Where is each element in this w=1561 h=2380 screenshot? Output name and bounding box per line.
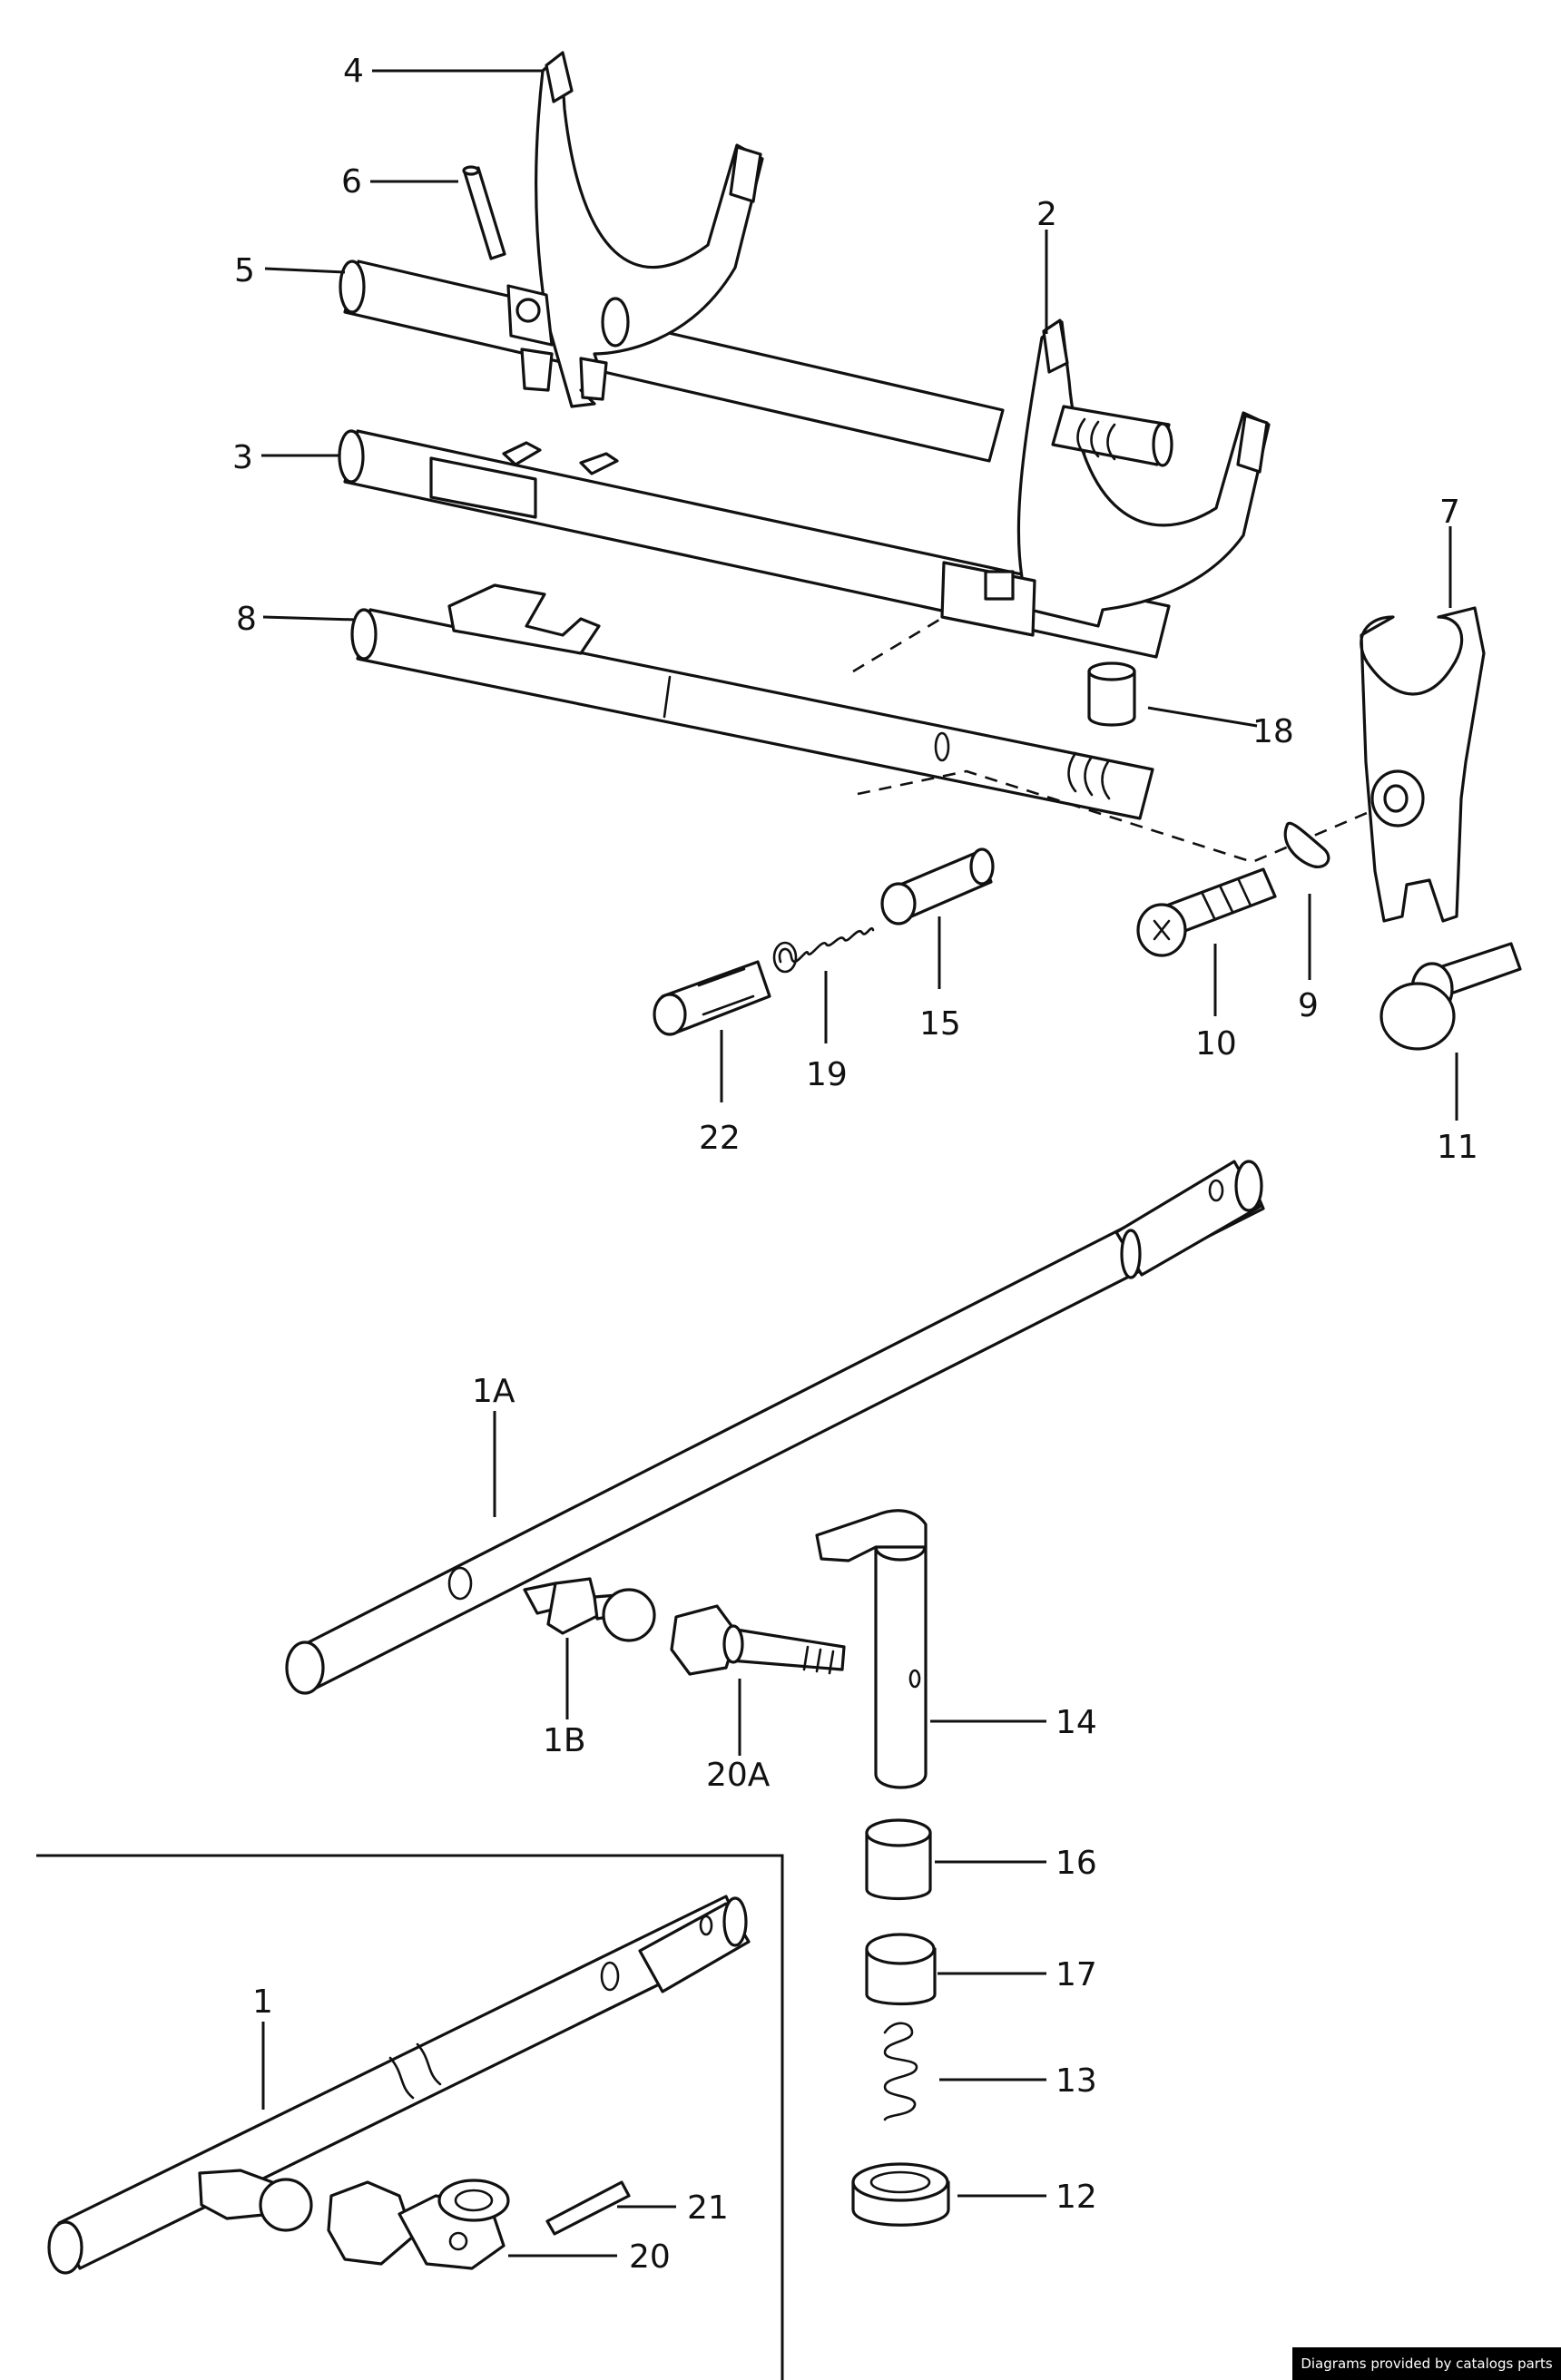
part-10-bolt[interactable]: [1136, 867, 1277, 957]
part-7-selector-fork[interactable]: [1360, 606, 1486, 923]
callout-18: 18: [1252, 713, 1294, 750]
callout-1B: 1B: [543, 1722, 586, 1759]
callout-7: 7: [1439, 494, 1460, 531]
part-8-shift-rod[interactable]: [350, 583, 1154, 820]
alignment-dashline-upper: [852, 615, 945, 673]
part-9-circlip[interactable]: [1283, 821, 1330, 869]
callout-1A: 1A: [472, 1373, 515, 1410]
part-19-spring[interactable]: [772, 927, 875, 974]
callout-2: 2: [1036, 196, 1057, 233]
part-4-shift-fork[interactable]: [506, 51, 764, 408]
part-14-selector-shaft[interactable]: [815, 1509, 928, 1789]
callout-8: 8: [236, 601, 257, 638]
part-12-ring[interactable]: [851, 2162, 950, 2227]
part-22-sleeve[interactable]: [653, 960, 771, 1036]
part-2-shift-fork[interactable]: [940, 318, 1271, 637]
callout-15: 15: [919, 1005, 961, 1043]
part-13-spring[interactable]: [883, 2022, 918, 2121]
part-15-plunger[interactable]: [880, 847, 995, 926]
callout-10: 10: [1195, 1025, 1237, 1063]
part-1B-ball-stud[interactable]: [523, 1577, 656, 1642]
leader-lines: [261, 69, 1458, 2258]
callout-19: 19: [806, 1056, 848, 1093]
callout-11: 11: [1437, 1129, 1478, 1166]
callout-14: 14: [1055, 1704, 1097, 1741]
callout-20A: 20A: [706, 1757, 771, 1794]
part-21-pin[interactable]: [545, 2180, 631, 2236]
part-16-bushing[interactable]: [865, 1818, 932, 1901]
part-18-plug[interactable]: [1087, 661, 1136, 727]
callout-5: 5: [234, 252, 255, 289]
callout-3: 3: [232, 439, 253, 476]
part-11-pivot-pin[interactable]: [1379, 942, 1522, 1051]
part-20A-threaded-stud[interactable]: [670, 1604, 846, 1676]
alignment-dashline-lower: [857, 769, 1380, 864]
callout-12: 12: [1055, 2179, 1097, 2216]
part-6-pin[interactable]: [462, 165, 506, 260]
part-1-shaft[interactable]: [47, 1895, 751, 2275]
credit-badge: Diagrams provided by catalogs parts: [1292, 2347, 1561, 2380]
part-1A-shift-shaft[interactable]: [285, 1160, 1265, 1695]
callout-4: 4: [343, 53, 364, 90]
callout-16: 16: [1055, 1845, 1097, 1882]
inset-frame: [36, 1854, 784, 2380]
callout-21: 21: [687, 2189, 729, 2227]
callout-13: 13: [1055, 2062, 1097, 2100]
part-20-clamp[interactable]: [327, 2179, 510, 2270]
part-17-bushing[interactable]: [865, 1933, 937, 2006]
callout-20: 20: [629, 2238, 671, 2276]
callout-6: 6: [341, 163, 362, 201]
callout-22: 22: [699, 1120, 741, 1157]
callout-9: 9: [1298, 987, 1319, 1024]
callout-17: 17: [1055, 1956, 1097, 1993]
callout-1: 1: [252, 1983, 273, 2021]
callout-labels: 4 6 5 3 8 2 7 18 9 10 11 15 19 22 1A 1B …: [232, 53, 1478, 2276]
